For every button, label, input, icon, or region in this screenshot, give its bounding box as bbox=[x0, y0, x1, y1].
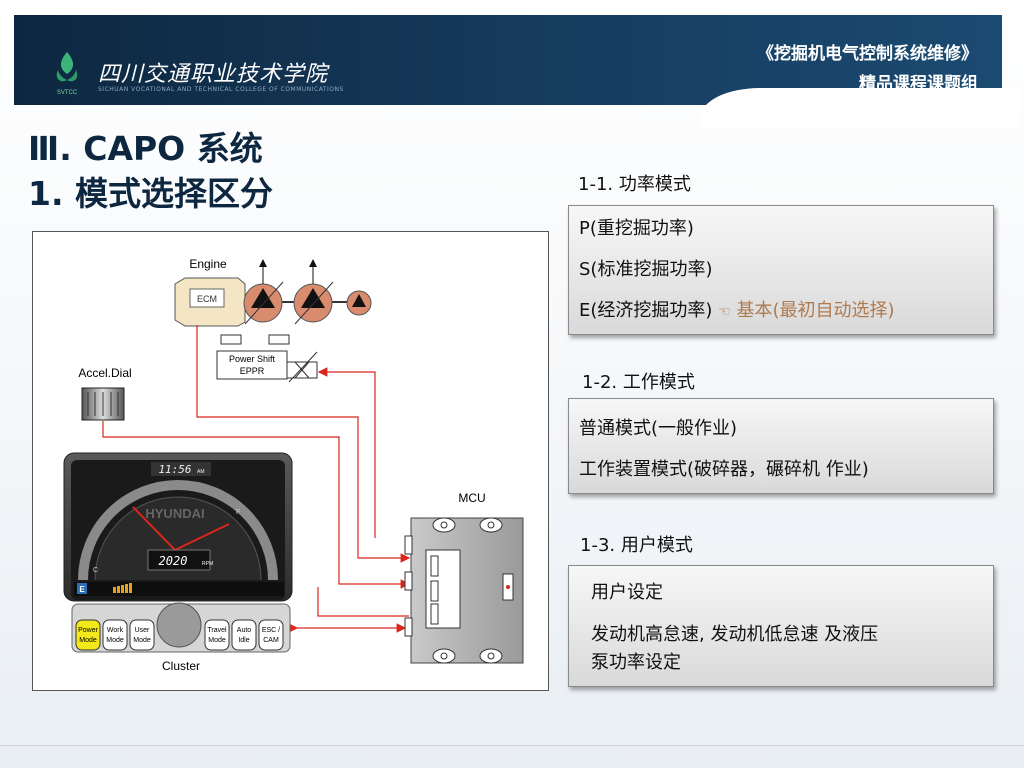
cluster-button-label: ESC / bbox=[262, 627, 280, 634]
mcu-unit bbox=[404, 517, 524, 664]
pointing-hand-icon: ☜ bbox=[718, 304, 731, 320]
cluster-mode-button[interactable]: ESC / CAM bbox=[258, 619, 284, 651]
cluster-button-label: Auto bbox=[237, 627, 252, 634]
rpm-unit: RPM bbox=[202, 561, 213, 567]
mode-e-indicator: E bbox=[79, 585, 85, 594]
cluster-button-label: Work bbox=[107, 627, 124, 634]
gauge-cold-letter: C bbox=[93, 567, 98, 574]
clock-display: 11:56 bbox=[158, 463, 191, 476]
school-logo-icon: SVTCC bbox=[56, 52, 78, 96]
slide-subtitle: 1. 模式选择区分 bbox=[28, 174, 273, 213]
brand-label: HYUNDAI bbox=[145, 506, 204, 521]
capo-system-diagram: Engine ECM bbox=[32, 231, 549, 691]
signal-wires bbox=[102, 325, 411, 633]
work-mode-general: 普通模式(一般作业) bbox=[579, 418, 738, 439]
user-mode-idle-speeds: 发动机高怠速, 发动机低怠速 及液压 bbox=[591, 624, 879, 645]
accel-dial-label: Accel.Dial bbox=[78, 366, 131, 380]
footer-rule bbox=[0, 745, 1024, 746]
course-title: 《挖掘机电气控制系统维修》 bbox=[757, 44, 978, 64]
header-banner: SVTCC 四川交通职业技术学院 SICHUAN VOCATIONAL AND … bbox=[14, 15, 1002, 105]
user-mode-box: 用户设定 发动机高怠速, 发动机低怠速 及液压 泵功率设定 bbox=[568, 565, 994, 687]
cluster-button-label: Power bbox=[78, 627, 99, 634]
power-mode-heading: 1-1. 功率模式 bbox=[578, 174, 691, 195]
accel-dial-icon bbox=[81, 387, 125, 421]
power-mode-e-row: E(经济挖掘功率) ☜ 基本(最初自动选择) bbox=[579, 296, 895, 322]
work-mode-attachment: 工作装置模式(破碎器，碾碎机 作业) bbox=[579, 459, 869, 480]
slide-title: Ⅲ. CAPO 系统 bbox=[28, 129, 263, 168]
user-mode-heading: 1-3. 用户模式 bbox=[580, 535, 693, 556]
engine-icon: ECM bbox=[174, 277, 246, 327]
rpm-display: 2020 bbox=[159, 554, 188, 568]
power-shift-eppr: Power Shift EPPR bbox=[216, 350, 318, 383]
cluster-button-label: Mode bbox=[106, 637, 124, 644]
pump-icon bbox=[293, 259, 334, 325]
school-name-en: SICHUAN VOCATIONAL AND TECHNICAL COLLEGE… bbox=[98, 86, 344, 93]
cluster-label: Cluster bbox=[162, 659, 200, 673]
cluster-button-label: Mode bbox=[208, 637, 226, 644]
user-mode-pump-power: 泵功率设定 bbox=[591, 652, 681, 673]
gauge-full-letter: F bbox=[236, 509, 240, 516]
cluster-button-label: Mode bbox=[79, 637, 97, 644]
cluster-button-label: CAM bbox=[263, 637, 279, 644]
cluster-button-label: Idle bbox=[238, 637, 249, 644]
work-mode-heading: 1-2. 工作模式 bbox=[582, 372, 695, 393]
power-mode-box: P(重挖掘功率) S(标准挖掘功率) E(经济挖掘功率) ☜ 基本(最初自动选择… bbox=[568, 205, 994, 335]
cluster-button-label: User bbox=[135, 627, 150, 634]
pilot-pump-icon bbox=[346, 290, 372, 316]
cluster-button-bar: PowerModeWorkModeUserModeTravelModeAutoI… bbox=[75, 619, 284, 651]
power-mode-e: E(经济挖掘功率) bbox=[579, 300, 713, 321]
mcu-label: MCU bbox=[458, 491, 485, 505]
header-curve-decoration bbox=[700, 88, 1020, 128]
power-mode-s: S(标准挖掘功率) bbox=[579, 259, 713, 280]
school-name: 四川交通职业技术学院 bbox=[98, 62, 329, 87]
power-mode-default-note: 基本(最初自动选择) bbox=[736, 300, 895, 321]
eppr-label-line2: EPPR bbox=[240, 366, 265, 376]
pump-icon bbox=[243, 259, 284, 325]
eppr-label-line1: Power Shift bbox=[229, 354, 276, 364]
user-mode-setting: 用户设定 bbox=[591, 582, 663, 603]
cluster-button-label: Travel bbox=[207, 627, 227, 634]
ecm-label: ECM bbox=[197, 294, 217, 304]
clock-suffix: AM bbox=[197, 469, 205, 475]
power-mode-p: P(重挖掘功率) bbox=[579, 218, 694, 239]
work-mode-box: 普通模式(一般作业) 工作装置模式(破碎器，碾碎机 作业) bbox=[568, 398, 994, 494]
engine-label: Engine bbox=[189, 257, 227, 271]
diagram-canvas: Engine ECM bbox=[63, 257, 524, 673]
logo-text: SVTCC bbox=[57, 90, 78, 96]
cluster-button-label: Mode bbox=[133, 637, 151, 644]
